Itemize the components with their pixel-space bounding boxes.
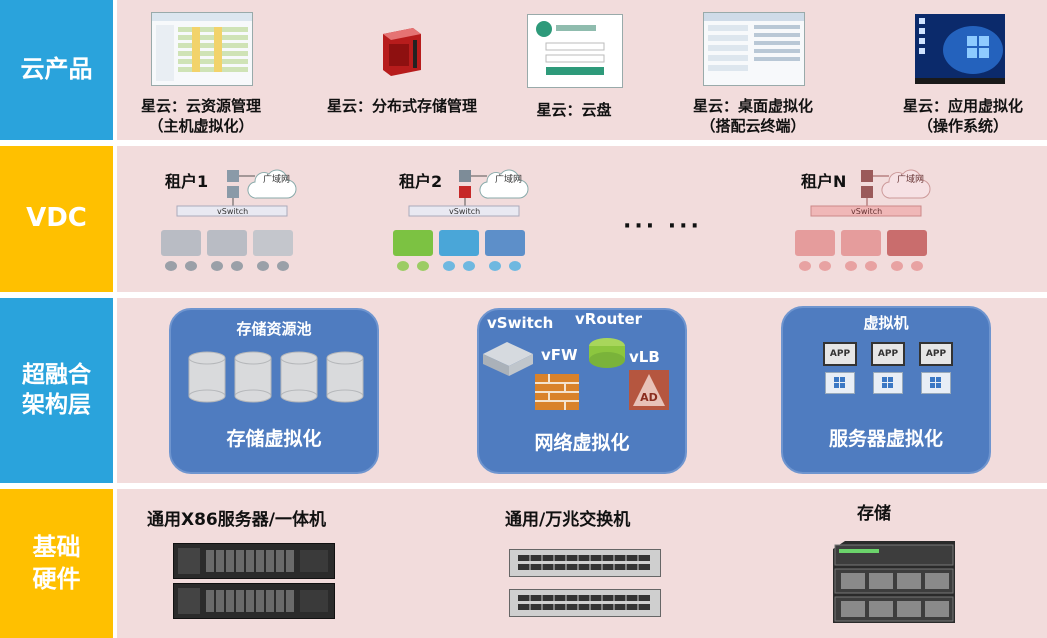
vdc-row: VDC 租户1 广域网 vSwitch 租户2 广域网 vSwitch	[0, 146, 1047, 292]
vm-pool-title: 虚拟机	[863, 314, 909, 332]
network-switch-icon-2	[509, 589, 661, 617]
product-caption-app-virtualization: 星云：应用虚拟化 （操作系统）	[902, 97, 1023, 136]
tenant-label-n: 租户N	[801, 172, 847, 191]
product-caption-distributed-storage: 星云：分布式存储管理	[326, 97, 477, 115]
row-label-hci: 超融合 架构层	[0, 298, 113, 483]
windows-vm-icon-3	[921, 372, 951, 394]
vswitch-label-n: vSwitch	[851, 207, 883, 216]
tenant-label-2: 租户2	[399, 172, 443, 191]
app-icon-3: APP	[919, 342, 953, 366]
desktop-virtualization-screenshot-icon	[703, 12, 805, 86]
network-virtualization-pool: vSwitch vRouter vFW vLB AD 网络虚拟化	[477, 308, 687, 474]
load-balancer-icon: AD	[629, 370, 669, 410]
vrouter-feature-label: vRouter	[575, 310, 643, 328]
tenant-label-1: 租户1	[165, 172, 209, 191]
server-virtualization-label: 服务器虚拟化	[828, 428, 943, 450]
vswitch-label-1: vSwitch	[217, 207, 249, 216]
firewall-icon	[535, 374, 579, 410]
storage-virtualization-pool: 存储资源池 存储虚拟化	[169, 308, 379, 474]
cloud-products-row: 云产品 星云：云资源管理 （主机虚拟化） 星云：分布式存储管理 星云：云盘 星云…	[0, 0, 1047, 140]
virtual-switch-icon	[483, 342, 533, 376]
windows-desktop-icon	[915, 14, 1005, 84]
vswitch-label-2: vSwitch	[449, 207, 481, 216]
wan-label-2: 广域网	[495, 175, 523, 185]
vlb-feature-label: vLB	[629, 348, 660, 366]
vswitch-feature-label: vSwitch	[487, 314, 554, 332]
product-caption-cloud-disk: 星云：云盘	[536, 101, 612, 119]
storage-device-icon	[377, 26, 425, 76]
product-caption-resource-management: 星云：云资源管理 （主机虚拟化）	[140, 97, 261, 136]
switch-hardware-label: 通用/万兆交换机	[505, 510, 631, 530]
vdc-panel: 租户1 广域网 vSwitch 租户2 广域网 vSwitch ··· ···	[117, 146, 1047, 292]
hci-row: 超融合 架构层 存储资源池 存储虚拟化 vSwitch vRouter vFW …	[0, 298, 1047, 483]
server-virtualization-pool: 虚拟机 APP APP APP 服务器虚拟化	[781, 306, 991, 474]
server-hardware-label: 通用X86服务器/一体机	[147, 510, 326, 530]
storage-pool-title: 存储资源池	[236, 320, 312, 338]
app-icon-2: APP	[871, 342, 905, 366]
hardware-panel: 通用X86服务器/一体机 通用/万兆交换机 存储	[117, 489, 1047, 638]
virtual-router-icon	[589, 338, 625, 368]
tenant-topology-icon-n	[795, 169, 931, 271]
server-unit-icon-1	[173, 543, 335, 579]
tenant-topology-icon-2	[393, 169, 529, 271]
row-label-vdc: VDC	[0, 146, 113, 292]
row-label-hardware: 基础 硬件	[0, 489, 113, 638]
tenant-topology-icon-1	[161, 169, 297, 271]
storage-hardware-label: 存储	[857, 504, 891, 524]
app-icon-1: APP	[823, 342, 857, 366]
storage-array-icon	[829, 539, 959, 625]
storage-disks-icon	[188, 351, 364, 403]
server-unit-icon-2	[173, 583, 335, 619]
network-switch-icon-1	[509, 549, 661, 577]
cloud-products-panel: 星云：云资源管理 （主机虚拟化） 星云：分布式存储管理 星云：云盘 星云：桌面虚…	[117, 0, 1047, 140]
network-virtualization-label: 网络虚拟化	[534, 432, 630, 454]
vfw-feature-label: vFW	[541, 346, 578, 364]
wan-label-1: 广域网	[263, 175, 291, 185]
windows-vm-icon-1	[825, 372, 855, 394]
hci-panel: 存储资源池 存储虚拟化 vSwitch vRouter vFW vLB AD 网…	[117, 298, 1047, 483]
resource-management-screenshot-icon	[151, 12, 253, 86]
svg-text:AD: AD	[640, 391, 658, 404]
cloud-disk-login-icon	[527, 14, 623, 88]
windows-vm-icon-2	[873, 372, 903, 394]
row-label-cloud-products: 云产品	[0, 0, 113, 140]
storage-virtualization-label: 存储虚拟化	[226, 428, 322, 450]
hardware-row: 基础 硬件 通用X86服务器/一体机 通用/万兆交换机 存储	[0, 489, 1047, 638]
wan-label-n: 广域网	[897, 175, 925, 185]
more-tenants-ellipsis: ··· ···	[623, 214, 702, 239]
product-caption-desktop-virtualization: 星云：桌面虚拟化 （搭配云终端）	[692, 97, 813, 136]
